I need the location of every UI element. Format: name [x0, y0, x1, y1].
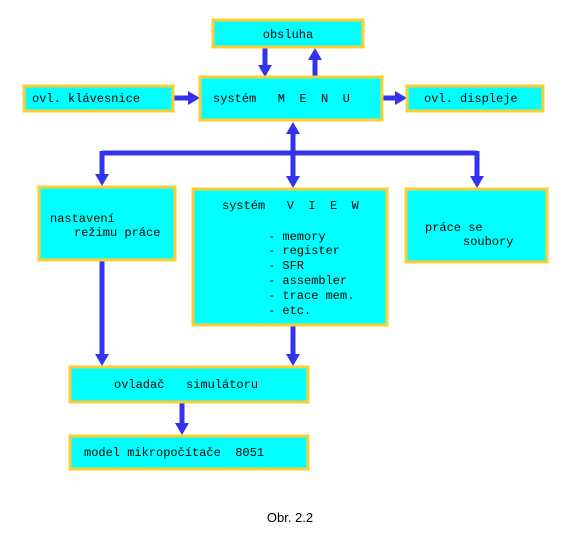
node-files: práce se soubory [404, 187, 549, 264]
node-driver-label: ovladač simulátoru [114, 378, 258, 392]
node-display: ovl. displeje [405, 84, 545, 113]
node-driver: ovladač simulátoru [68, 365, 310, 404]
node-display-box [405, 84, 545, 113]
arrowhead-keyboard-to-menu [188, 91, 200, 105]
node-model-box [68, 434, 310, 471]
node-model: model mikropočítače 8051 [68, 434, 310, 471]
node-keyboard-label: ovl. klávesnice [32, 92, 140, 106]
node-obsluha: obsluha [211, 18, 365, 49]
node-settings-line-1: nastavení [50, 212, 115, 226]
arrowhead-into-view [286, 176, 300, 188]
node-menu-label: systém M E N U [213, 92, 350, 106]
node-menu-box [198, 75, 384, 122]
arrowhead-into-settings [95, 174, 109, 186]
node-model-label: model mikropočítače 8051 [84, 446, 264, 460]
connectors [95, 47, 484, 435]
node-view-item: - memory [268, 230, 326, 244]
node-files-line-2: soubory [463, 235, 513, 249]
node-settings-box [37, 185, 177, 262]
node-view-box [191, 187, 389, 327]
node-view-title: systém V I E W [222, 199, 360, 213]
arrowhead-driver-to-model [175, 423, 189, 435]
node-files-line-1: práce se [425, 221, 483, 235]
arrowhead-into-menu [286, 122, 300, 134]
node-view: systém V I E W - memory - register - SFR… [191, 187, 389, 327]
node-view-item: - etc. [268, 304, 311, 318]
arrowhead-view-to-driver [286, 354, 300, 366]
node-obsluha-label: obsluha [263, 28, 313, 42]
node-view-item: - SFR [268, 259, 304, 273]
arrowhead-menu-to-display [395, 91, 407, 105]
node-menu: systém M E N U [198, 75, 384, 122]
arrowhead-into-files [470, 176, 484, 188]
arrowhead-settings-to-driver [95, 354, 109, 366]
node-settings-line-2: režimu práce [74, 226, 160, 240]
node-obsluha-box [211, 18, 365, 49]
node-view-item: - trace mem. [268, 289, 354, 303]
node-display-label: ovl. displeje [424, 92, 518, 106]
node-keyboard-box [22, 84, 175, 113]
node-keyboard: ovl. klávesnice [22, 84, 175, 113]
node-view-item: - register [268, 244, 340, 258]
arrowhead-menu-to-obsluha [308, 48, 322, 60]
figure-caption: Obr. 2.2 [267, 510, 313, 525]
node-settings: nastavení režimu práce [37, 185, 177, 262]
arrowhead-obsluha-to-menu [258, 65, 272, 77]
node-driver-box [68, 365, 310, 404]
node-files-box [404, 187, 549, 264]
node-view-item: - assembler [268, 274, 347, 288]
